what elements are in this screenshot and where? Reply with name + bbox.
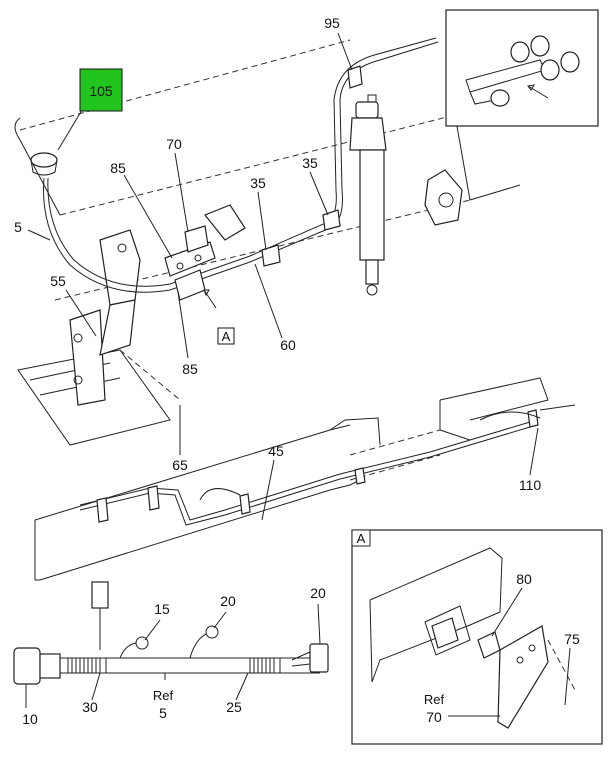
callout-30[interactable]: 30	[82, 699, 98, 715]
vehicle-inset	[445, 9, 599, 127]
callout-5[interactable]: 5	[14, 219, 22, 235]
callout-10[interactable]: 10	[22, 711, 38, 727]
callout-55[interactable]: 55	[50, 273, 66, 289]
ref-5-prefix: Ref	[153, 688, 174, 703]
callout-20-left[interactable]: 20	[220, 593, 236, 609]
bracket-right	[204, 169, 463, 241]
callout-85-bottom[interactable]: 85	[182, 361, 198, 377]
callout-105[interactable]: 105	[89, 83, 113, 99]
callout-85-top[interactable]: 85	[110, 160, 126, 176]
detail-a-view	[351, 529, 603, 745]
callout-105-highlight[interactable]: 105	[79, 68, 123, 112]
callout-35-left[interactable]: 35	[250, 175, 266, 191]
harness-routing	[79, 409, 541, 526]
frame-rail-lower	[34, 377, 576, 581]
callout-45[interactable]: 45	[268, 443, 284, 459]
callout-60[interactable]: 60	[280, 337, 296, 353]
view-a-marker[interactable]: A	[217, 327, 235, 345]
view-a-marker-label: A	[222, 329, 231, 344]
callout-15[interactable]: 15	[154, 601, 170, 617]
detail-a-label: A	[357, 531, 366, 546]
callout-35-right[interactable]: 35	[302, 155, 318, 171]
callout-110[interactable]: 110	[519, 477, 542, 493]
callout-75[interactable]: 75	[564, 631, 580, 647]
callout-65[interactable]: 65	[172, 457, 188, 473]
callout-ref-70[interactable]: 70	[426, 709, 442, 725]
leader-lines	[25, 32, 571, 717]
shock-absorber	[349, 94, 387, 296]
harness-detail	[13, 581, 329, 685]
callout-ref-5[interactable]: 5	[159, 705, 167, 721]
callout-95[interactable]: 95	[324, 15, 340, 31]
ref-70-prefix: Ref	[424, 692, 445, 707]
callout-80[interactable]: 80	[516, 571, 532, 587]
bracket-left	[69, 229, 141, 406]
callout-25[interactable]: 25	[226, 699, 242, 715]
callout-20-right[interactable]: 20	[310, 585, 326, 601]
callout-70[interactable]: 70	[166, 136, 182, 152]
clip-assembly	[164, 65, 363, 301]
